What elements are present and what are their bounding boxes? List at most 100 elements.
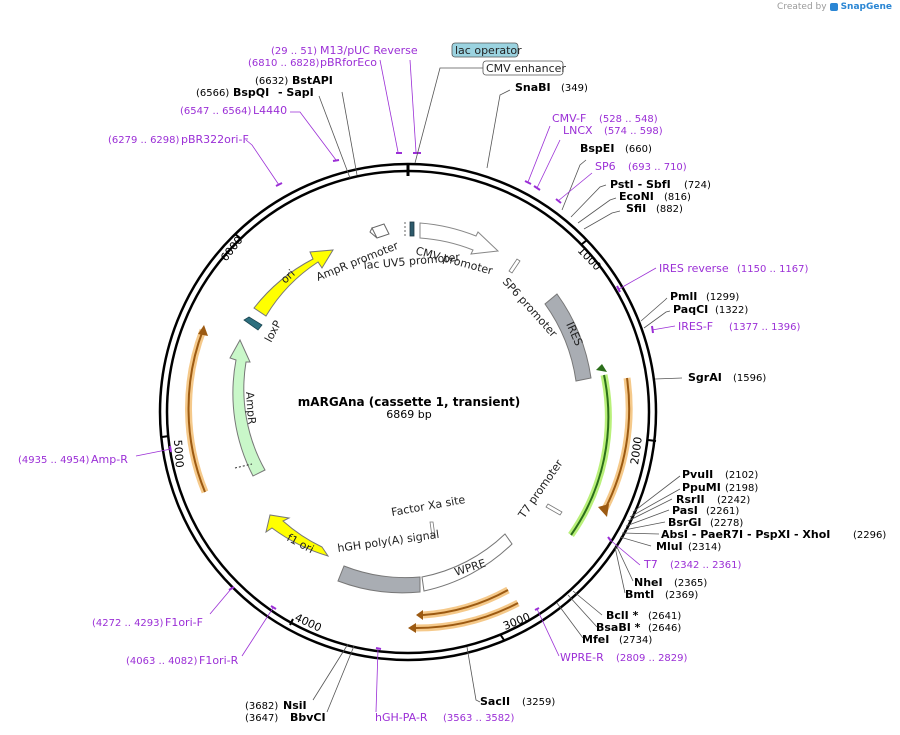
svg-text:(4935 .. 4954): (4935 .. 4954): [18, 455, 90, 466]
svg-text:PasI: PasI: [672, 504, 698, 517]
svg-text:pBRforEco: pBRforEco: [320, 56, 377, 69]
primer-cmv-f: CMV-F(528 .. 548): [552, 112, 658, 125]
svg-text:(3647): (3647): [245, 713, 278, 724]
svg-text:BclI *: BclI *: [606, 609, 639, 622]
svg-text:SP6: SP6: [595, 160, 616, 173]
f1-ori-feature: [265, 514, 330, 557]
svg-text:(693 .. 710): (693 .. 710): [628, 162, 687, 173]
svg-text:(6547 .. 6564): (6547 .. 6564): [180, 106, 252, 117]
plasmid-name: mARGAna (cassette 1, transient): [298, 395, 520, 409]
svg-text:(2102): (2102): [725, 470, 758, 481]
svg-text:(2261): (2261): [706, 506, 739, 517]
svg-text:2000: 2000: [628, 436, 645, 466]
hgh-polya-label: hGH poly(A) signal: [337, 528, 440, 555]
svg-text:(660): (660): [625, 144, 652, 155]
ampr-label: AmpR: [243, 391, 258, 425]
enzyme-leaders: [312, 67, 683, 713]
factor-xa-mark: [429, 521, 436, 537]
enzyme-pasi: PasI (2261): [672, 504, 739, 517]
svg-text:L4440: L4440: [253, 104, 287, 117]
svg-text:(6632): (6632): [255, 76, 288, 87]
enzyme-pvuii: PvuII(2102): [682, 468, 758, 481]
enzyme-absi-group: AbsI - PaeR7I - PspXI - XhoI (2296): [661, 528, 886, 541]
primer-f1ori-r: (4063 .. 4082)F1ori-R: [126, 654, 239, 667]
svg-text:BsaBI *: BsaBI *: [596, 621, 641, 634]
enzyme-bmti: BmtI(2369): [625, 588, 698, 601]
snapgene-credit: Created by SnapGene: [777, 2, 892, 12]
primer-sp6: SP6 (693 .. 710): [595, 160, 687, 173]
lac-operator-box: lac operator: [451, 42, 522, 58]
primer-amp-r: (4935 .. 4954)Amp-R: [18, 453, 128, 466]
tick-2000: 2000: [628, 436, 657, 466]
svg-text:CMV enhancer: CMV enhancer: [486, 62, 566, 75]
primer-t7: T7(2342 .. 2361): [643, 558, 742, 571]
svg-text:(1150 .. 1167): (1150 .. 1167): [737, 264, 809, 275]
svg-text:(2278): (2278): [710, 518, 743, 529]
loxp-label: loxP: [262, 318, 284, 344]
svg-text:5000: 5000: [171, 439, 186, 468]
primer-lncx: LNCX(574 .. 598): [563, 124, 663, 137]
svg-text:F1ori-F: F1ori-F: [165, 616, 203, 629]
primer-wpre-r: WPRE-R(2809 .. 2829): [560, 651, 688, 664]
t7-promoter-mark: [545, 503, 563, 516]
svg-text:SgrAI: SgrAI: [688, 371, 722, 384]
svg-text:BstAPI: BstAPI: [292, 74, 333, 87]
primer-l4440: (6547 .. 6564)L4440: [180, 104, 287, 117]
enzyme-pmli: PmlI(1299): [670, 290, 739, 303]
svg-text:(6279 .. 6298): (6279 .. 6298): [108, 135, 180, 146]
enzyme-snabi: SnaBI(349): [515, 81, 588, 94]
svg-text:SacII: SacII: [480, 695, 510, 708]
ires-feature: [544, 293, 592, 382]
svg-text:SnaBI: SnaBI: [515, 81, 551, 94]
svg-text:IRES reverse: IRES reverse: [659, 262, 729, 275]
cmv-promoter-arrow: [419, 222, 500, 255]
svg-text:BsrGI: BsrGI: [668, 516, 701, 529]
svg-text:(2809 .. 2829): (2809 .. 2829): [616, 653, 688, 664]
snapgene-logo-icon: [829, 3, 838, 11]
svg-text:(724): (724): [684, 180, 711, 191]
svg-text:F1ori-R: F1ori-R: [199, 654, 239, 667]
svg-text:PaqCI: PaqCI: [673, 303, 708, 316]
ampr-feature: [229, 338, 266, 477]
svg-text:(2242): (2242): [717, 495, 750, 506]
svg-text:(816): (816): [664, 192, 691, 203]
svg-text:NsiI: NsiI: [283, 699, 307, 712]
svg-text:PstI - SbfI: PstI - SbfI: [610, 178, 671, 191]
enzyme-ppumi: PpuMI(2198): [682, 481, 758, 494]
svg-text:AbsI - PaeR7I - PspXI - Xho: AbsI - PaeR7I - PspXI - XhoI: [661, 528, 830, 541]
orf-orange-2-head: [416, 610, 423, 620]
svg-text:(4272 .. 4293): (4272 .. 4293): [92, 618, 164, 629]
snapgene-brand: SnapGene: [840, 2, 892, 12]
primer-ires-reverse: IRES reverse (1150 .. 1167): [659, 262, 809, 275]
svg-text:(29 .. 51): (29 .. 51): [271, 46, 317, 57]
ampr-promoter-overlap: [234, 463, 253, 469]
primer-ires-f: IRES-F(1377 .. 1396): [678, 320, 801, 333]
svg-text:(882): (882): [656, 204, 683, 215]
orf-green-head: [596, 364, 607, 372]
tick-5000: 5000: [161, 435, 186, 468]
enzyme-paqci: PaqCI (1322): [673, 303, 748, 316]
svg-text:(3563 .. 3582): (3563 .. 3582): [443, 713, 515, 724]
svg-text:(2296): (2296): [853, 530, 886, 541]
plasmid-length: 6869 bp: [386, 408, 431, 421]
svg-text:(2734): (2734): [619, 635, 652, 646]
wpre-label: WPRE: [453, 557, 488, 579]
enzyme-mlui: MluI(2314): [656, 540, 721, 553]
enzyme-bspei: BspEI(660): [580, 142, 652, 155]
enzyme-nsii: (3682) NsiI: [245, 699, 307, 712]
svg-text:(2342 .. 2361): (2342 .. 2361): [670, 560, 742, 571]
svg-text:(3682): (3682): [245, 701, 278, 712]
svg-text:PmlI: PmlI: [670, 290, 697, 303]
svg-text:(4063 .. 4082): (4063 .. 4082): [126, 656, 198, 667]
svg-text:(1322): (1322): [715, 305, 748, 316]
primer-leaders: [135, 59, 676, 713]
svg-text:EcoNI: EcoNI: [619, 190, 654, 203]
svg-text:pBR322ori-F: pBR322ori-F: [181, 133, 249, 146]
svg-text:M13/pUC Reverse: M13/pUC Reverse: [320, 44, 418, 57]
svg-text:(3259): (3259): [522, 697, 555, 708]
enzyme-sgrai: SgrAI(1596): [688, 371, 766, 384]
svg-text:SfiI: SfiI: [626, 202, 646, 215]
orf-green: [570, 374, 610, 536]
ori-feature: [253, 249, 334, 317]
primer-hgh-pa-r: hGH-PA-R(3563 .. 3582): [375, 711, 515, 724]
